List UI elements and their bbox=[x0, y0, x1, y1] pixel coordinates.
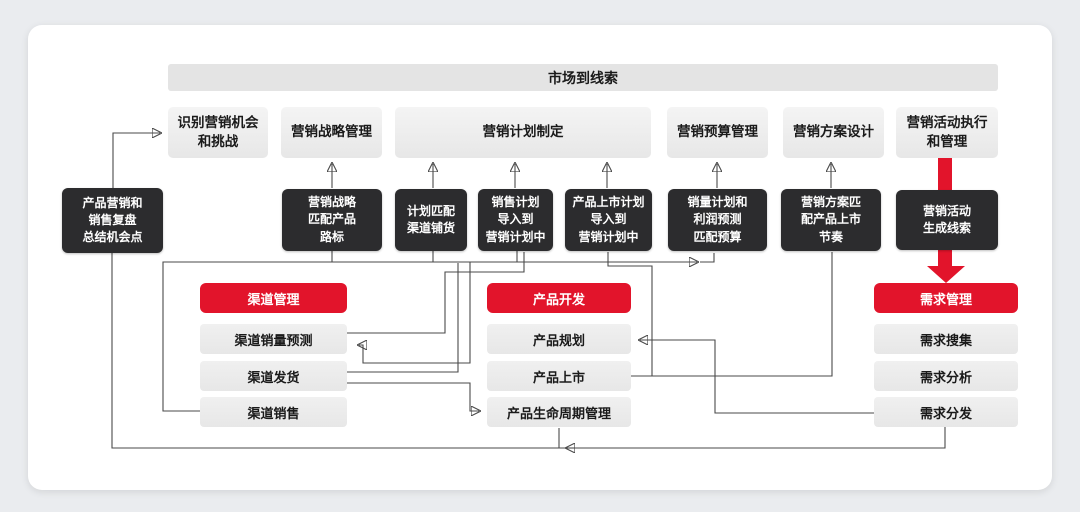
item-channel-shipping: 渠道发货 bbox=[200, 361, 347, 391]
stage-campaign-execution-mgmt: 营销活动执行 和管理 bbox=[896, 107, 998, 158]
item-demand-distribution: 需求分发 bbox=[874, 397, 1018, 427]
activity-review-summarize-opportunities: 产品营销和 销售复盘 总结机会点 bbox=[62, 188, 163, 253]
item-demand-analysis: 需求分析 bbox=[874, 361, 1018, 391]
activity-sales-plan-import: 销售计划 导入到 营销计划中 bbox=[478, 189, 553, 251]
item-demand-collection: 需求搜集 bbox=[874, 324, 1018, 354]
activity-volume-profit-match-budget: 销量计划和 利润预测 匹配预算 bbox=[668, 189, 767, 251]
group-header-product-development: 产品开发 bbox=[487, 283, 631, 313]
activity-campaign-generate-leads: 营销活动 生成线索 bbox=[896, 190, 998, 250]
process-banner: 市场到线索 bbox=[168, 64, 998, 91]
stage-marketing-strategy-mgmt: 营销战略管理 bbox=[281, 107, 382, 158]
activity-strategy-match-roadmap: 营销战略 匹配产品 路标 bbox=[282, 189, 382, 251]
activity-launch-plan-import: 产品上市计划 导入到 营销计划中 bbox=[565, 189, 652, 251]
stage-marketing-budget-mgmt: 营销预算管理 bbox=[667, 107, 768, 158]
activity-plan-match-channel-stocking: 计划匹配 渠道铺货 bbox=[395, 189, 467, 251]
item-product-planning: 产品规划 bbox=[487, 324, 631, 354]
stage-marketing-scheme-design: 营销方案设计 bbox=[783, 107, 884, 158]
item-product-lifecycle-mgmt: 产品生命周期管理 bbox=[487, 397, 631, 427]
group-header-channel-mgmt: 渠道管理 bbox=[200, 283, 347, 313]
activity-scheme-match-launch-pace: 营销方案匹 配产品上市 节奏 bbox=[781, 189, 881, 251]
item-channel-sales-forecast: 渠道销量预测 bbox=[200, 324, 347, 354]
item-product-launch: 产品上市 bbox=[487, 361, 631, 391]
stage-marketing-plan-making: 营销计划制定 bbox=[395, 107, 651, 158]
group-header-demand-mgmt: 需求管理 bbox=[874, 283, 1018, 313]
stage-identify-opportunities: 识别营销机会 和挑战 bbox=[168, 107, 268, 158]
item-channel-sales: 渠道销售 bbox=[200, 397, 347, 427]
